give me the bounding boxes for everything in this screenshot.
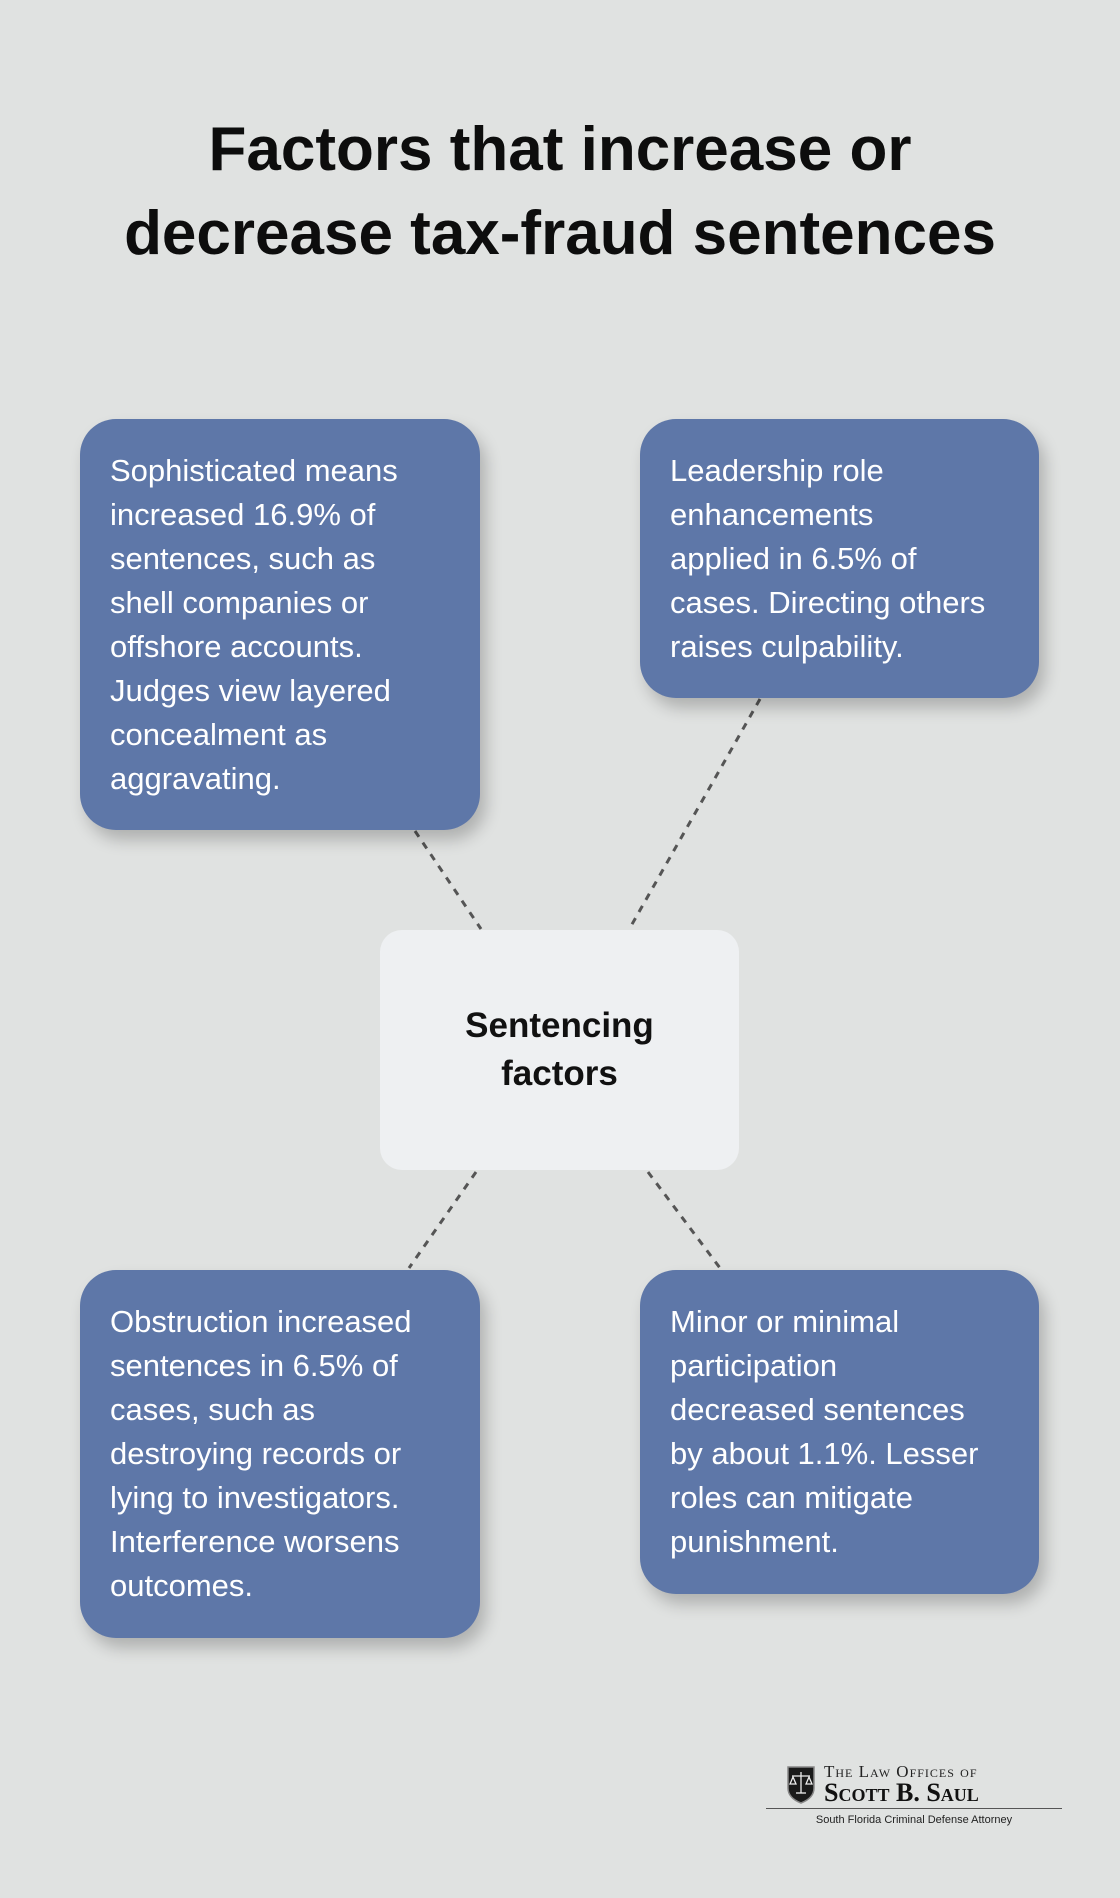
- scales-of-justice-shield-icon: [787, 1766, 815, 1804]
- title-line: decrease tax-fraud sentences: [124, 199, 996, 268]
- logo-divider: [766, 1808, 1062, 1809]
- law-office-logo: The Law Offices of Scott B. Saul South F…: [766, 1760, 1062, 1832]
- card-text-line: offshore accounts.: [110, 629, 363, 664]
- factor-card-leadership-role: Leadership role enhancements applied in …: [640, 419, 1039, 698]
- connector-top-right: [629, 698, 762, 927]
- title-line: Factors that increase or: [208, 115, 912, 184]
- card-text-line: Obstruction increased: [110, 1304, 412, 1339]
- card-text-line: Leadership role: [670, 453, 884, 488]
- card-text-line: destroying records or: [110, 1436, 402, 1471]
- card-text-line: applied in 6.5% of: [670, 541, 917, 576]
- card-text-line: Interference worsens: [110, 1524, 400, 1559]
- card-text-line: raises culpability.: [670, 629, 904, 664]
- card-text-line: decreased sentences: [670, 1392, 965, 1427]
- card-text-line: concealment as: [110, 717, 328, 752]
- card-text-line: shell companies or: [110, 585, 369, 620]
- card-text-line: sentences in 6.5% of: [110, 1348, 398, 1383]
- page-title: Factors that increase or decrease tax-fr…: [0, 108, 1120, 276]
- factor-card-obstruction: Obstruction increased sentences in 6.5% …: [80, 1270, 480, 1638]
- center-text-line: Sentencing: [465, 1006, 654, 1045]
- connector-bottom-left: [407, 1171, 478, 1269]
- card-text-line: cases, such as: [110, 1392, 316, 1427]
- card-text-line: Judges view layered: [110, 673, 391, 708]
- card-text-line: participation: [670, 1348, 838, 1383]
- connector-bottom-right: [646, 1171, 722, 1269]
- logo-line-2: Scott B. Saul: [824, 1778, 979, 1807]
- card-text-line: punishment.: [670, 1524, 839, 1559]
- card-text-line: lying to investigators.: [110, 1480, 400, 1515]
- card-text-line: increased 16.9% of: [110, 497, 376, 532]
- center-text-line: factors: [501, 1054, 618, 1093]
- card-text-line: Sophisticated means: [110, 453, 398, 488]
- card-text-line: by about 1.1%. Lesser: [670, 1436, 979, 1471]
- factor-card-minor-participation: Minor or minimal participation decreased…: [640, 1270, 1039, 1594]
- center-node-sentencing-factors: Sentencing factors: [380, 930, 739, 1170]
- card-text-line: cases. Directing others: [670, 585, 986, 620]
- card-text-line: Minor or minimal: [670, 1304, 900, 1339]
- logo-line-1: The Law Offices of: [824, 1762, 978, 1781]
- card-text-line: sentences, such as: [110, 541, 376, 576]
- card-text-line: enhancements: [670, 497, 874, 532]
- connector-top-left: [413, 830, 483, 930]
- card-text-line: outcomes.: [110, 1568, 254, 1603]
- card-text-line: roles can mitigate: [670, 1480, 913, 1515]
- logo-tagline: South Florida Criminal Defense Attorney: [815, 1814, 1013, 1826]
- factor-card-sophisticated-means: Sophisticated means increased 16.9% of s…: [80, 419, 480, 830]
- card-text-line: aggravating.: [110, 761, 281, 796]
